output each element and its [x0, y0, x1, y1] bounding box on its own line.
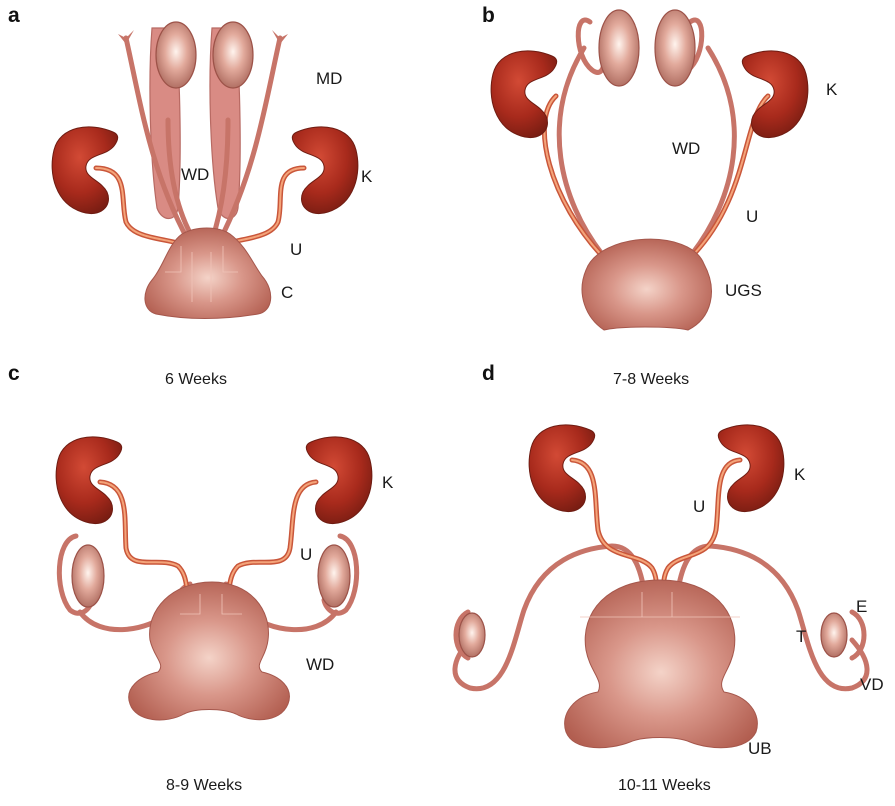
- label-u: U: [693, 497, 705, 516]
- label-u: U: [300, 545, 312, 564]
- label-u: U: [746, 207, 758, 226]
- ureter-right: [664, 460, 740, 594]
- label-ugs: UGS: [725, 281, 762, 300]
- urinary-bladder: [565, 580, 758, 748]
- ureter-right: [228, 482, 316, 594]
- label-md: MD: [316, 69, 342, 88]
- testis-left: [459, 613, 485, 657]
- label-k: K: [361, 167, 373, 186]
- panel-b: b K WD U UGS 7-8 Weeks: [482, 4, 838, 388]
- gonad-right: [318, 545, 350, 607]
- label-ub: UB: [748, 739, 772, 758]
- epididymis-right: [852, 612, 864, 658]
- caption-b: 7-8 Weeks: [613, 371, 689, 388]
- label-u: U: [290, 240, 302, 259]
- wolffian-duct-left: [559, 48, 602, 254]
- panel-d-letter: d: [482, 362, 495, 385]
- kidney-left: [56, 437, 122, 524]
- label-e: E: [856, 597, 867, 616]
- label-c: C: [281, 283, 293, 302]
- label-k: K: [826, 80, 838, 99]
- label-wd: WD: [672, 139, 700, 158]
- ureter-left: [100, 482, 188, 594]
- panel-a: a MD WD K U C 6 Weeks: [8, 4, 373, 388]
- panel-b-letter: b: [482, 4, 495, 27]
- panel-d: d K U E T VD UB 10-11 Weeks: [455, 362, 884, 794]
- urinary-bladder: [129, 582, 290, 720]
- kidney-right: [742, 51, 808, 138]
- ureter-left: [572, 460, 656, 594]
- gonad-right: [655, 10, 695, 86]
- label-wd: WD: [306, 655, 334, 674]
- gonad-right: [213, 22, 253, 88]
- panel-a-letter: a: [8, 4, 20, 27]
- caption-d: 10-11 Weeks: [618, 777, 711, 794]
- gonad-left: [156, 22, 196, 88]
- kidney-left: [491, 51, 557, 138]
- panel-c-letter: c: [8, 362, 20, 385]
- gonad-left: [72, 545, 104, 607]
- urogenital-sinus: [582, 239, 711, 330]
- panel-c: c K U WD 8-9 Weeks: [8, 362, 394, 794]
- label-t: T: [796, 627, 806, 646]
- label-k: K: [382, 473, 394, 492]
- gonad-left: [599, 10, 639, 86]
- label-k: K: [794, 465, 806, 484]
- testis-right: [821, 613, 847, 657]
- caption-c: 8-9 Weeks: [166, 777, 242, 794]
- caption-a: 6 Weeks: [165, 371, 227, 388]
- label-wd: WD: [181, 165, 209, 184]
- label-vd: VD: [860, 675, 884, 694]
